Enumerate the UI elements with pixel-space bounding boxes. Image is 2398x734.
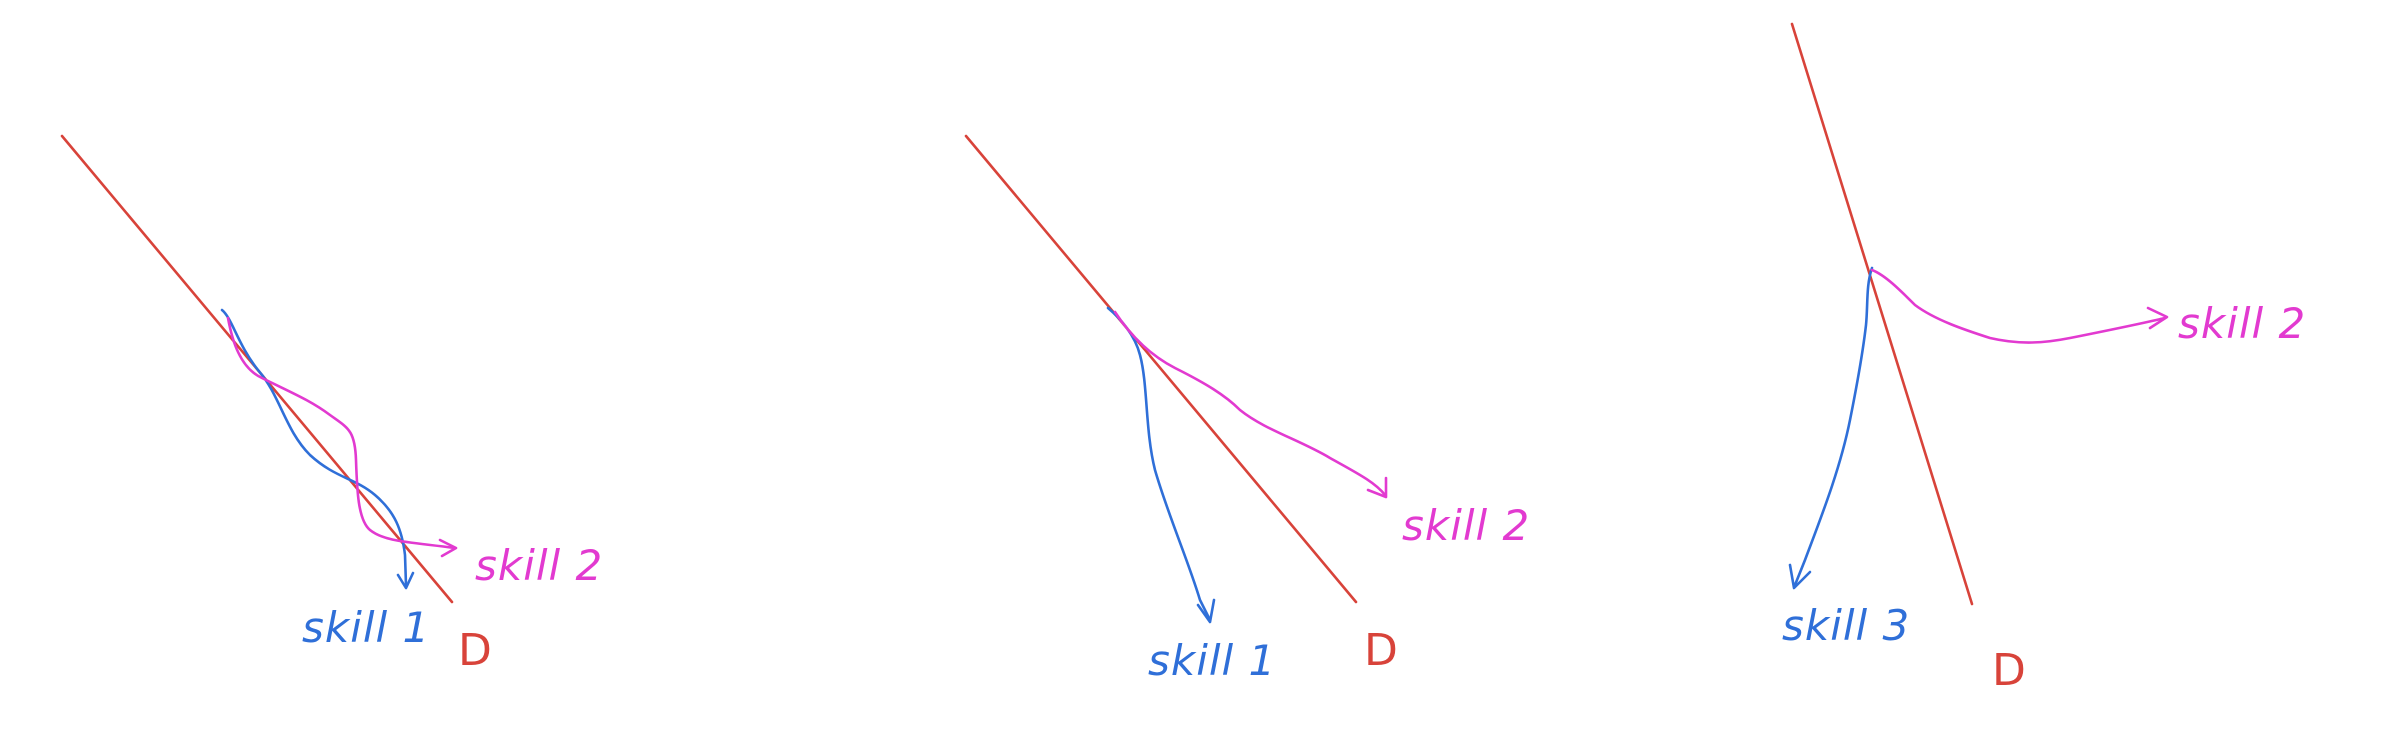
panel-1: D skill 1 skill 2 <box>60 134 603 676</box>
panel-2-skill-1-label: skill 1 <box>1148 636 1276 685</box>
panel-3-boundary-line <box>1790 22 1974 606</box>
panel-1-boundary-label: D <box>458 625 492 676</box>
panel-2-skill-2-label: skill 2 <box>1402 501 1530 550</box>
panel-2-skill-1-arrowhead <box>1196 598 1216 624</box>
panel-2-boundary-label: D <box>1364 625 1398 676</box>
panel-2-skill-2-curve <box>1113 310 1387 497</box>
panel-3-skill-2-curve <box>1870 268 2167 344</box>
panel-1-skill-2-curve <box>226 316 457 550</box>
panel-2-skill-1-curve <box>1106 306 1212 622</box>
panel-1-skill-1-label: skill 1 <box>302 603 430 652</box>
panel-2-boundary-line <box>964 134 1358 604</box>
panel-2: D skill 1 skill 2 <box>964 134 1530 685</box>
panel-3-skill-2-label: skill 2 <box>2178 299 2306 348</box>
panel-1-skill-1-arrowhead <box>396 571 415 590</box>
panel-1-skill-2-label: skill 2 <box>475 541 603 590</box>
panel-1-skill-1-curve <box>220 308 408 587</box>
panel-3-skill-3-label: skill 3 <box>1782 601 1910 650</box>
panel-3-skill-3-curve <box>1793 266 1874 587</box>
panel-3-boundary-label: D <box>1992 645 2026 696</box>
panel-3: D skill 3 skill 2 <box>1782 22 2306 696</box>
panel-3-skill-2-arrowhead <box>2146 306 2169 330</box>
panel-3-skill-3-arrowhead <box>1788 563 1812 590</box>
panel-1-skill-2-arrowhead <box>438 538 458 558</box>
panel-2-skill-2-arrowhead <box>1366 476 1388 499</box>
